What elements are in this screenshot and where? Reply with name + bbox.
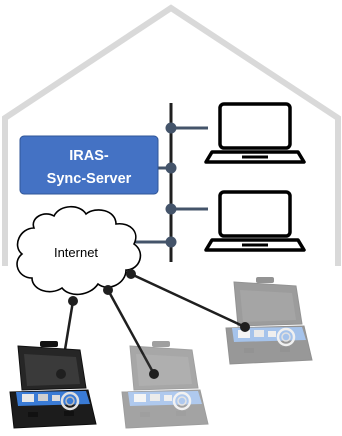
network-node [56, 369, 66, 379]
cloud-icon [16, 205, 142, 296]
network-node [165, 236, 177, 248]
instrument-case-icon [224, 275, 314, 366]
house-outline-icon [2, 4, 341, 266]
network-node [165, 162, 177, 174]
network-node [240, 322, 250, 332]
network-node [126, 269, 136, 279]
laptop-icon [204, 190, 306, 252]
network-node [165, 203, 177, 215]
network-node [68, 296, 78, 306]
cloud-label: Internet [54, 245, 98, 260]
sync-server-box: IRAS- Sync-Server [19, 135, 159, 195]
link-case-3 [130, 272, 246, 329]
server-label-line1: IRAS- [69, 148, 109, 164]
instrument-case-icon [8, 339, 98, 430]
network-node [149, 369, 159, 379]
internet-cloud: Internet [16, 205, 142, 296]
laptop-icon [204, 102, 306, 164]
instrument-case-icon [120, 339, 210, 430]
network-node [103, 285, 113, 295]
server-label-line2: Sync-Server [47, 171, 132, 187]
network-node [165, 122, 177, 134]
